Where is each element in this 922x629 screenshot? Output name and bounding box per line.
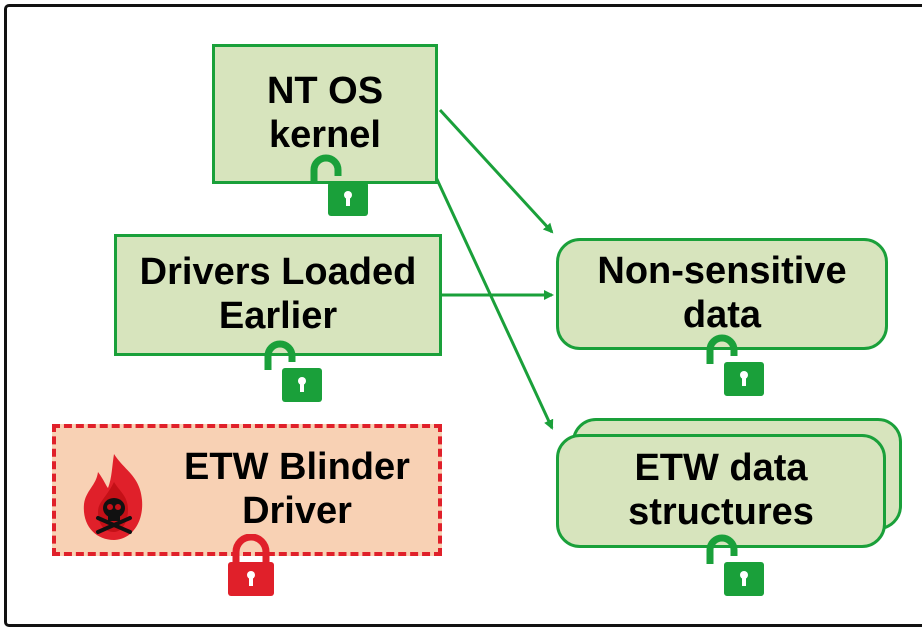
unlocked-padlock-icon bbox=[310, 154, 368, 216]
unlocked-padlock-icon bbox=[706, 534, 764, 596]
etw-data-structures-label: ETW data structures bbox=[628, 447, 814, 533]
drivers-loaded-earlier-label: Drivers Loaded Earlier bbox=[139, 251, 417, 337]
locked-padlock-icon bbox=[228, 534, 274, 596]
drivers-loaded-earlier-node: Drivers Loaded Earlier bbox=[114, 234, 442, 356]
non-sensitive-data-label: Non-sensitive data bbox=[597, 250, 847, 336]
flaming-skull-icon bbox=[83, 454, 143, 540]
nt-os-kernel-label: NT OS kernel bbox=[266, 70, 384, 156]
arrow-kernel-to-nonsensitive bbox=[438, 108, 554, 234]
etw-blinder-driver-label: ETW Blinder Driver bbox=[184, 446, 410, 532]
unlocked-padlock-icon bbox=[264, 340, 322, 402]
etw-data-structures-node: ETW data structures bbox=[556, 434, 886, 548]
unlocked-padlock-icon bbox=[706, 334, 764, 396]
arrow-kernel-to-etw-structures bbox=[433, 174, 554, 430]
non-sensitive-data-node: Non-sensitive data bbox=[556, 238, 888, 350]
